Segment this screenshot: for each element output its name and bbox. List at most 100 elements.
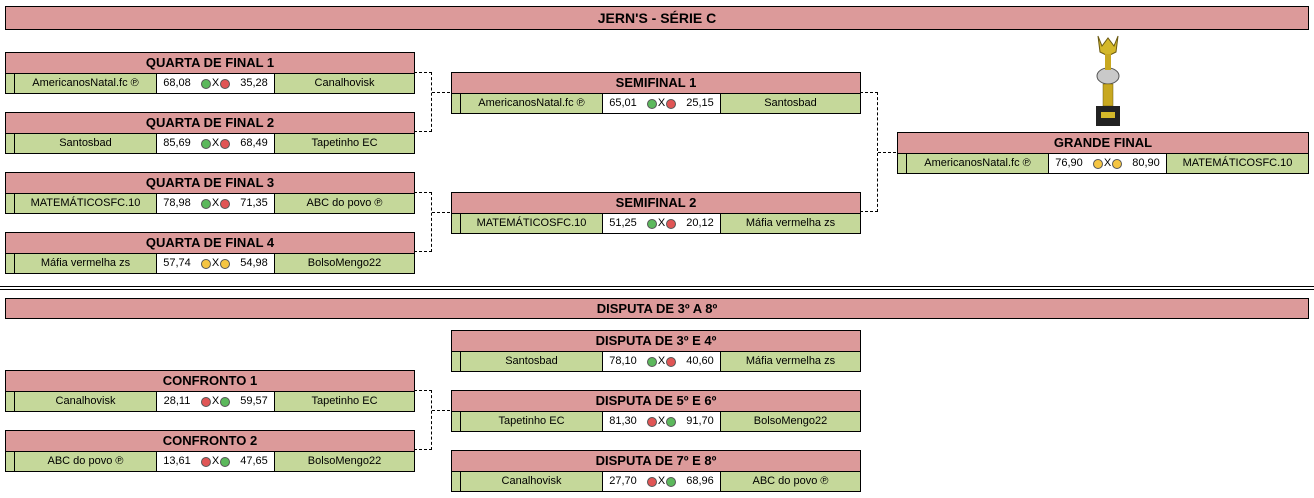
home-result-dot-icon: [646, 218, 657, 229]
away-team: Santosbad: [764, 97, 817, 109]
away-result-dot-icon: [666, 218, 677, 229]
result-indicator: X: [197, 254, 234, 273]
away-score: 68,49: [234, 134, 275, 153]
home-score: 57,74: [156, 254, 197, 273]
row-lead: [6, 134, 15, 153]
result-indicator: X: [197, 194, 234, 213]
versus-label: X: [211, 197, 220, 209]
versus-label: X: [657, 97, 666, 109]
home-result-dot-icon: [646, 416, 657, 427]
row-lead: [452, 352, 461, 371]
row-lead: [6, 74, 15, 93]
home-result-dot-icon: [200, 198, 211, 209]
away-result-dot-icon: [1112, 158, 1123, 169]
home-result-dot-icon: [646, 356, 657, 367]
result-indicator: X: [1089, 154, 1126, 173]
home-team: ABC do povo ℗: [47, 455, 124, 467]
row-lead: [6, 194, 15, 213]
home-team: AmericanosNatal.fc ℗: [32, 77, 139, 89]
home-result-dot-icon: [200, 456, 211, 467]
result-indicator: X: [643, 352, 680, 371]
result-indicator: X: [643, 412, 680, 431]
result-indicator: X: [643, 94, 680, 113]
away-result-dot-icon: [666, 416, 677, 427]
match-title: GRANDE FINAL: [898, 133, 1308, 154]
away-score: 91,70: [680, 412, 721, 431]
match-title: QUARTA DE FINAL 1: [6, 53, 414, 74]
away-result-dot-icon: [220, 138, 231, 149]
bracket-title: JERN'S - SÉRIE C: [5, 6, 1309, 30]
away-result-dot-icon: [220, 456, 231, 467]
away-score: 40,60: [680, 352, 721, 371]
away-team: Tapetinho EC: [311, 395, 378, 407]
home-result-dot-icon: [200, 396, 211, 407]
home-team: Santosbad: [505, 355, 558, 367]
away-score: 20,12: [680, 214, 721, 233]
match-title: SEMIFINAL 1: [452, 73, 860, 94]
home-team: MATEMÁTICOSFC.10: [30, 197, 141, 209]
home-score: 28,11: [156, 392, 197, 411]
home-score: 81,30: [602, 412, 643, 431]
home-score: 65,01: [602, 94, 643, 113]
consolation-title: DISPUTA DE 3º A 8º: [5, 298, 1309, 319]
versus-label: X: [657, 475, 666, 487]
away-score: 80,90: [1126, 154, 1167, 173]
away-score: 68,96: [680, 472, 721, 491]
connector-qf1-qf2: [414, 72, 432, 132]
connector-sf1-sf2: [860, 92, 878, 212]
away-result-dot-icon: [220, 396, 231, 407]
match-qf1: QUARTA DE FINAL 1 AmericanosNatal.fc ℗ 68,…: [5, 52, 415, 94]
versus-label: X: [211, 455, 220, 467]
versus-label: X: [1103, 157, 1112, 169]
away-result-dot-icon: [220, 78, 231, 89]
row-lead: [6, 254, 15, 273]
away-score: 59,57: [234, 392, 275, 411]
match-title: DISPUTA DE 3º E 4º: [452, 331, 860, 352]
home-team: AmericanosNatal.fc ℗: [924, 157, 1031, 169]
versus-label: X: [211, 257, 220, 269]
connector-stub-sf1: [432, 92, 450, 93]
home-result-dot-icon: [200, 78, 211, 89]
away-score: 47,65: [234, 452, 275, 471]
home-team: Canalhovisk: [501, 475, 562, 487]
away-score: 35,28: [234, 74, 275, 93]
versus-label: X: [657, 217, 666, 229]
home-result-dot-icon: [646, 98, 657, 109]
match-title: DISPUTA DE 7º E 8º: [452, 451, 860, 472]
home-team: Canalhovisk: [55, 395, 116, 407]
home-score: 68,08: [156, 74, 197, 93]
connector-c1-c2: [414, 390, 432, 450]
away-team: ABC do povo ℗: [752, 475, 829, 487]
row-lead: [452, 412, 461, 431]
match-title: QUARTA DE FINAL 2: [6, 113, 414, 134]
home-score: 78,98: [156, 194, 197, 213]
row-lead: [452, 214, 461, 233]
home-team: AmericanosNatal.fc ℗: [478, 97, 585, 109]
home-score: 78,10: [602, 352, 643, 371]
versus-label: X: [657, 415, 666, 427]
section-divider: [0, 286, 1314, 287]
match-title: QUARTA DE FINAL 3: [6, 173, 414, 194]
result-indicator: X: [197, 392, 234, 411]
home-result-dot-icon: [200, 258, 211, 269]
connector-stub-d56: [432, 410, 450, 411]
away-team: BolsoMengo22: [753, 415, 828, 427]
row-lead: [6, 392, 15, 411]
result-indicator: X: [197, 134, 234, 153]
result-indicator: X: [197, 74, 234, 93]
row-lead: [452, 472, 461, 491]
match-title: SEMIFINAL 2: [452, 193, 860, 214]
match-title: CONFRONTO 1: [6, 371, 414, 392]
away-team: ABC do povo ℗: [306, 197, 383, 209]
row-lead: [6, 452, 15, 471]
